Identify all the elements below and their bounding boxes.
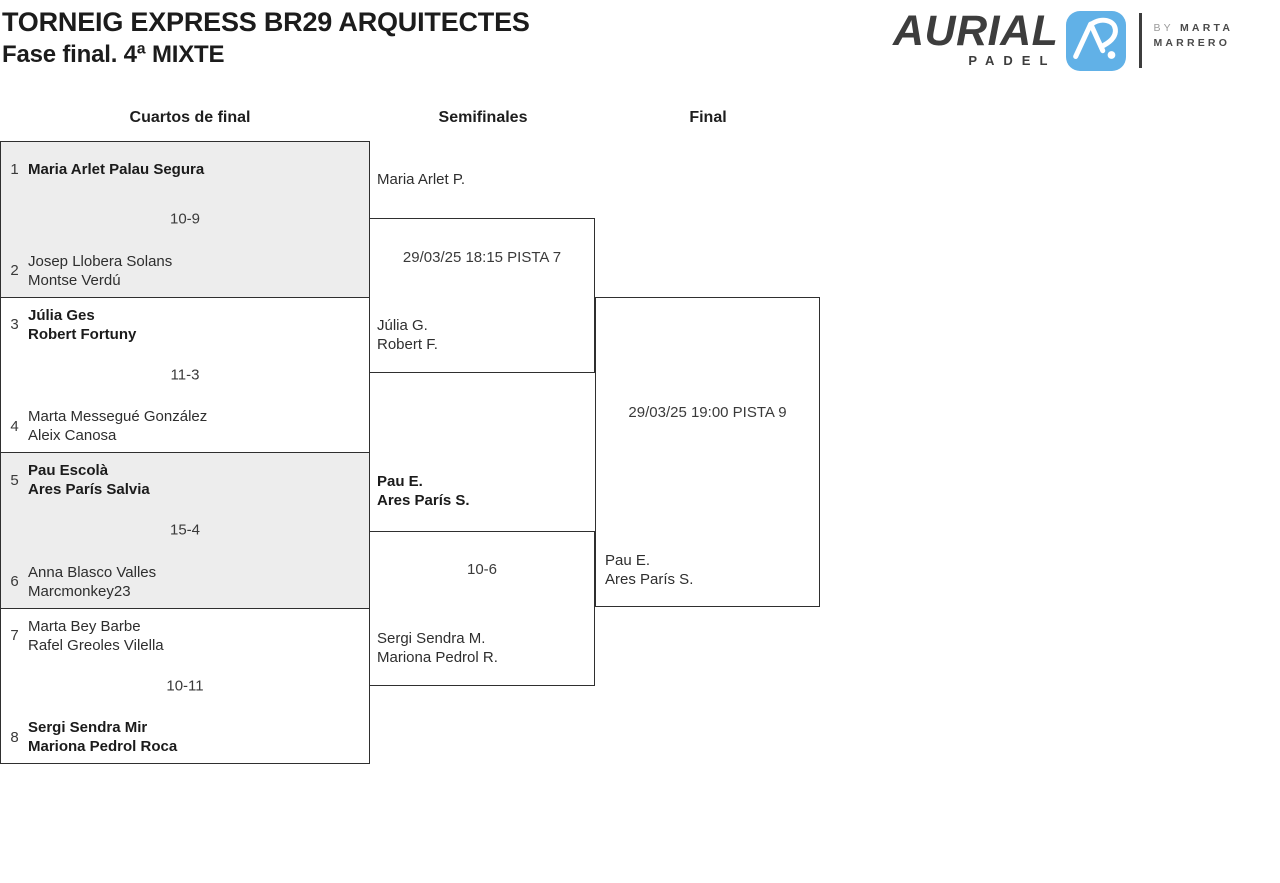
byline: BY MARTA MARRERO (1153, 9, 1233, 51)
match-score: 10-9 (169, 210, 201, 228)
phase-subtitle: Fase final. 4ª MIXTE (2, 41, 225, 68)
padel-label: PADEL (968, 53, 1057, 68)
player-line: Sergi Sendra Mir (28, 719, 148, 736)
sf1-advancing-team-bottom: Júlia G. Robert F. (377, 316, 438, 354)
sf1-advancing-team-top: Maria Arlet P. (377, 170, 465, 189)
player-line: Marta Messegué González (28, 408, 208, 425)
qf1-team-top: 1 Maria Arlet Palau Segura (1, 150, 369, 188)
player-line: Ares París S. (605, 571, 694, 588)
header-title-block: TORNEIG EXPRESS BR29 ARQUITECTES Fase fi… (2, 5, 530, 70)
logo-divider (1139, 13, 1143, 68)
player-line: Ares París Salvia (28, 481, 150, 498)
player-line: Pau E. (605, 552, 651, 569)
player-line: Josep Llobera Solans (28, 252, 173, 270)
seed-number: 6 (10, 573, 19, 590)
aurial-logo: AURIAL PADEL BY MARTA MARRERO (893, 9, 1233, 71)
player-line: Robert F. (377, 336, 438, 353)
player-line: Robert Fortuny (28, 325, 137, 343)
match-score: 10-11 (166, 677, 204, 695)
byline-name-1: MARTA (1179, 22, 1234, 34)
sf2-advancing-team-bottom: Sergi Sendra M. Mariona Pedrol R. (377, 629, 498, 667)
final-box (595, 297, 820, 607)
tournament-title: TORNEIG EXPRESS BR29 ARQUITECTES (2, 7, 530, 37)
sf2-advancing-team-top: Pau E. Ares París S. (377, 472, 470, 510)
player-line: Júlia Ges (28, 306, 95, 324)
qf-match-1: 1 Maria Arlet Palau Segura 10-9 2 Josep … (1, 142, 369, 298)
byline-name-2: MARRERO (1153, 37, 1231, 49)
seed-number: 7 (10, 627, 19, 644)
sf2-score: 10-6 (466, 561, 498, 578)
player-line: Pau E. (377, 473, 423, 490)
final-advancing-team: Pau E. Ares París S. (605, 551, 693, 589)
a-monogram-icon (1073, 17, 1119, 59)
match-score: 15-4 (169, 521, 201, 539)
player-line: Rafel Greoles Vilella (28, 636, 164, 654)
player-line: Aleix Canosa (28, 427, 117, 444)
player-line: Pau Escolà (28, 462, 109, 479)
final-schedule: 29/03/25 19:00 PISTA 9 (628, 404, 787, 421)
player-line: Ares París S. (377, 492, 470, 509)
player-line: Mariona Pedrol R. (377, 649, 498, 666)
sf1-schedule: 29/03/25 18:15 PISTA 7 (402, 249, 562, 266)
player-line: Anna Blasco Valles (28, 563, 157, 581)
seed-number: 4 (10, 417, 19, 435)
aurial-wordmark: AURIAL (893, 7, 1059, 55)
round-header-quarterfinals: Cuartos de final (129, 109, 251, 126)
semifinal-1-box (369, 218, 595, 373)
quarterfinals-column: 1 Maria Arlet Palau Segura 10-9 2 Josep … (0, 141, 370, 764)
aurial-wordmark-block: AURIAL PADEL (893, 9, 1058, 68)
player-line: Maria Arlet Palau Segura (28, 160, 205, 178)
player-line: Mariona Pedrol Roca (28, 738, 178, 755)
aurial-logo-mark-icon (1066, 11, 1127, 71)
player-line: Júlia G. (377, 317, 428, 334)
player-line: Montse Verdú (28, 271, 121, 289)
player-line: Marta Bey Barbe (28, 617, 141, 635)
seed-number: 1 (10, 160, 19, 178)
player-line: Sergi Sendra M. (377, 630, 486, 647)
byline-prefix: BY (1153, 22, 1174, 34)
round-header-final: Final (689, 109, 727, 126)
round-header-semifinals: Semifinales (438, 109, 528, 126)
seed-number: 8 (10, 728, 19, 746)
match-score: 11-3 (170, 366, 200, 384)
seed-number: 3 (10, 316, 19, 333)
seed-number: 5 (10, 471, 19, 489)
semifinal-2-box (369, 531, 595, 686)
player-line: Marcmonkey23 (28, 582, 131, 600)
seed-number: 2 (10, 262, 19, 279)
player-line: Maria Arlet P. (377, 171, 466, 188)
